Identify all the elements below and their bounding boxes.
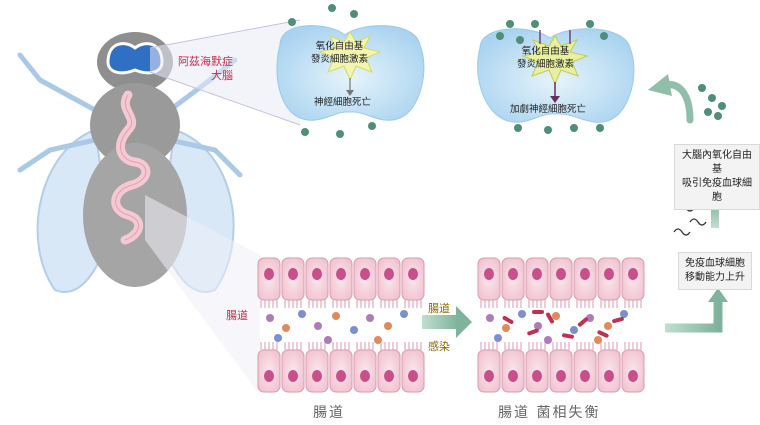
elbow-arrow (665, 288, 728, 333)
lumen-particle (332, 312, 340, 320)
cell-nucleus (628, 370, 638, 382)
cell-nucleus (408, 268, 418, 280)
gut-dysbiosis-panel (477, 257, 645, 393)
cell-nucleus (336, 370, 346, 382)
bacterium (612, 316, 624, 324)
cell-nucleus (336, 268, 346, 280)
cell-nucleus (384, 268, 394, 280)
cell-nucleus (556, 268, 566, 280)
cell-nucleus (484, 370, 494, 382)
lumen-particle (366, 314, 374, 322)
cell-nucleus (604, 370, 614, 382)
cell-nucleus (288, 370, 298, 382)
lumen-particle (534, 322, 542, 330)
gut-dysbiosis-title: 腸道 菌相失衡 (498, 405, 601, 421)
brain2-ros-label: 氧化自由基 發炎細胞激素 (517, 46, 575, 70)
lumen-particle (298, 310, 306, 318)
lumen-particle (266, 314, 274, 322)
cell-nucleus (532, 268, 542, 280)
cell-nucleus (580, 268, 590, 280)
cell-nucleus (580, 370, 590, 382)
lumen-particle (620, 310, 628, 318)
bacterium (527, 328, 539, 336)
lumen-particle (274, 334, 282, 342)
lumen-particle (502, 324, 510, 332)
brain-inflamed-zoom (477, 28, 635, 123)
cell-nucleus (508, 370, 518, 382)
lumen-particle (552, 312, 560, 320)
brain2-death-label: 加劇神經細胞死亡 (510, 104, 587, 115)
immune-attract-box: 大腦內氧化自由基 吸引免疫血球細胞 (674, 144, 760, 210)
infection-arrow (422, 306, 472, 338)
lumen-particle (314, 322, 322, 330)
lumen-particle (350, 326, 358, 334)
bacterium (597, 330, 609, 338)
brain1-ros-label: 氧化自由基 發炎細胞激素 (311, 41, 369, 65)
gut-normal-title: 腸道 (313, 405, 345, 421)
zoom-cone-brain (150, 20, 300, 125)
lumen-particle (374, 336, 382, 344)
brain1-death-label: 神經細胞死亡 (314, 97, 372, 108)
bacterium (562, 333, 574, 339)
cell-nucleus (360, 268, 370, 280)
cell-nucleus (384, 370, 394, 382)
gut-label: 腸道 (226, 309, 248, 322)
label-alzheimer-brain: 阿茲海默症 大腦 (178, 55, 233, 82)
cell-nucleus (508, 268, 518, 280)
brain-normal-zoom (276, 25, 425, 121)
lumen-particle (586, 314, 594, 322)
lumen-particle (570, 326, 578, 334)
cell-nucleus (604, 268, 614, 280)
lumen-particle (594, 336, 602, 344)
cell-nucleus (408, 370, 418, 382)
lumen-particle (384, 322, 392, 330)
cell-nucleus (532, 370, 542, 382)
cell-nucleus (484, 268, 494, 280)
cell-nucleus (360, 370, 370, 382)
immune-cells-brain1 (288, 4, 376, 138)
cell-nucleus (556, 370, 566, 382)
cell-nucleus (628, 268, 638, 280)
gut-infection-label: 腸道 感染 (428, 302, 450, 353)
zoom-cone-gut (145, 195, 260, 395)
lumen-particle (604, 322, 612, 330)
cell-nucleus (312, 268, 322, 280)
immune-cells-brain2 (496, 20, 608, 134)
lumen-particle (494, 334, 502, 342)
gut-normal-panel (257, 257, 425, 393)
immune-mobility-box: 免疫血球細胞 移動能力上升 (678, 252, 752, 290)
bacterium (502, 316, 514, 324)
lumen-particle (324, 336, 332, 344)
lumen-particle (400, 310, 408, 318)
lumen-particle (282, 324, 290, 332)
lumen-particle (544, 336, 552, 344)
lumen-particle (518, 310, 526, 318)
recruitment-arrow (648, 74, 726, 124)
cell-nucleus (312, 370, 322, 382)
cell-nucleus (288, 268, 298, 280)
cell-nucleus (264, 370, 274, 382)
bacterium (532, 310, 544, 314)
bacterium (577, 317, 589, 327)
lumen-particle (486, 314, 494, 322)
cell-nucleus (264, 268, 274, 280)
bacterium (546, 312, 554, 324)
